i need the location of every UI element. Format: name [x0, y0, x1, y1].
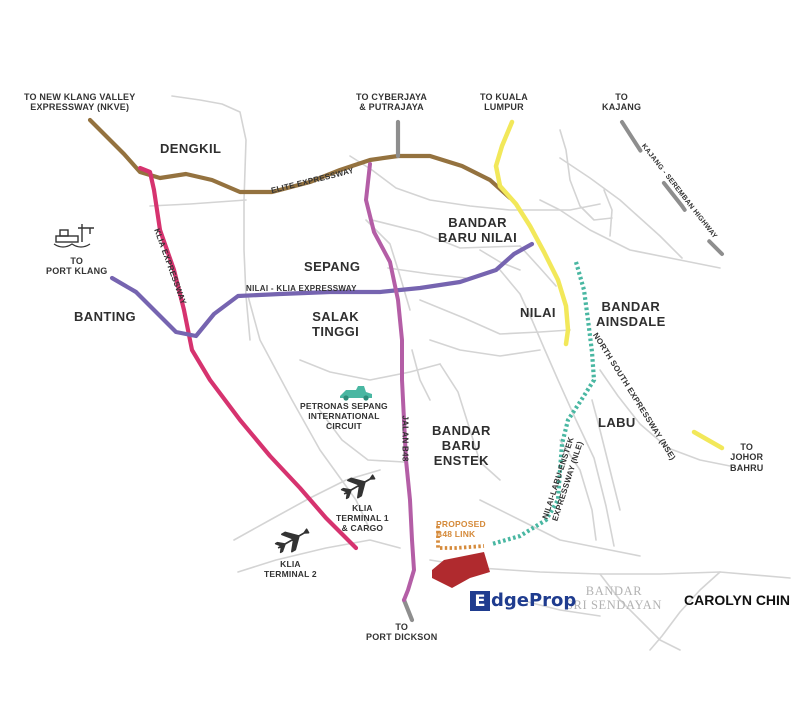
north-south-expressway [493, 119, 571, 347]
proposed-b48-link [436, 526, 485, 550]
area-banting: BANTING [74, 309, 137, 324]
kajang-seremban-highway [620, 120, 724, 256]
nilai-klia-expressway [109, 241, 535, 339]
agent-name: CAROLYN CHIN [684, 592, 791, 608]
edgeprop-logo: E dgeProp [470, 590, 576, 611]
klia-expressway [137, 165, 359, 551]
edgeprop-logo-mark: E [470, 590, 490, 611]
road-label-jalan-b48: JALAN B48 [400, 415, 410, 462]
label-to-cyberjaya: TO CYBERJAYA& PUTRAJAYA [356, 92, 428, 113]
area-nilai: NILAI [520, 305, 556, 320]
port-dickson-stub [401, 597, 415, 623]
edgeprop-logo-text: dgeProp [491, 590, 577, 611]
jalan-b48 [364, 162, 416, 602]
road-label-nilai-klia: NILAI - KLIA EXPRESSWAY [246, 284, 357, 293]
area-dengkil: DENGKIL [160, 141, 222, 156]
area-labu: LABU [598, 415, 636, 430]
nse-south-stub [691, 429, 725, 451]
nilai-labu-enstek-expressway [491, 261, 597, 547]
ship-icon [53, 224, 94, 248]
area-sepang: SEPANG [304, 259, 361, 274]
race-car-icon [340, 386, 372, 401]
plane-icon-klia2 [274, 528, 310, 554]
development-site [432, 552, 490, 588]
plane-icon-klia1 [340, 474, 376, 500]
minor-roads [149, 95, 791, 651]
